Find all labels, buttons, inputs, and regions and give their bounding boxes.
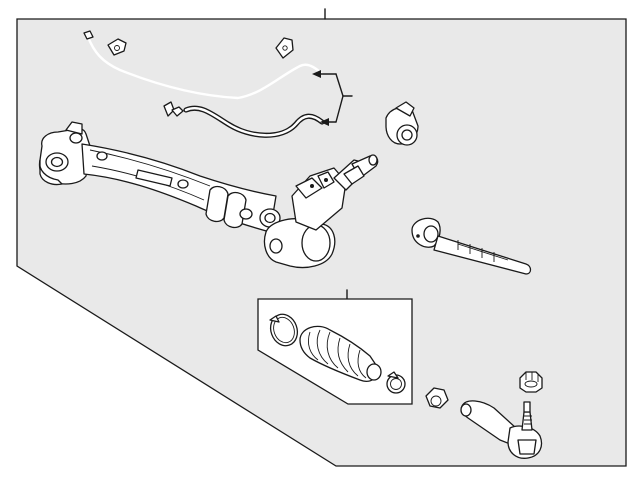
outer-tie-rod-end[interactable] [460,400,543,459]
pressure-line-upper[interactable] [83,30,324,100]
bellows-boot[interactable] [299,325,382,382]
dust-boot-cover[interactable] [385,101,419,146]
small-clamp[interactable] [386,371,406,394]
inner-tie-rod[interactable] [411,217,532,275]
jam-nut[interactable] [425,387,449,409]
steering-gear-assembly[interactable] [38,121,379,269]
line-clip-upper-left[interactable] [107,38,127,56]
lines-callout-bracket [312,70,353,126]
castle-nut[interactable] [519,371,543,393]
boot-clamp-ring[interactable] [266,311,301,350]
line-clip-upper-right[interactable] [275,37,294,59]
return-line-lower[interactable] [183,105,325,138]
line-clip[interactable] [163,101,184,117]
